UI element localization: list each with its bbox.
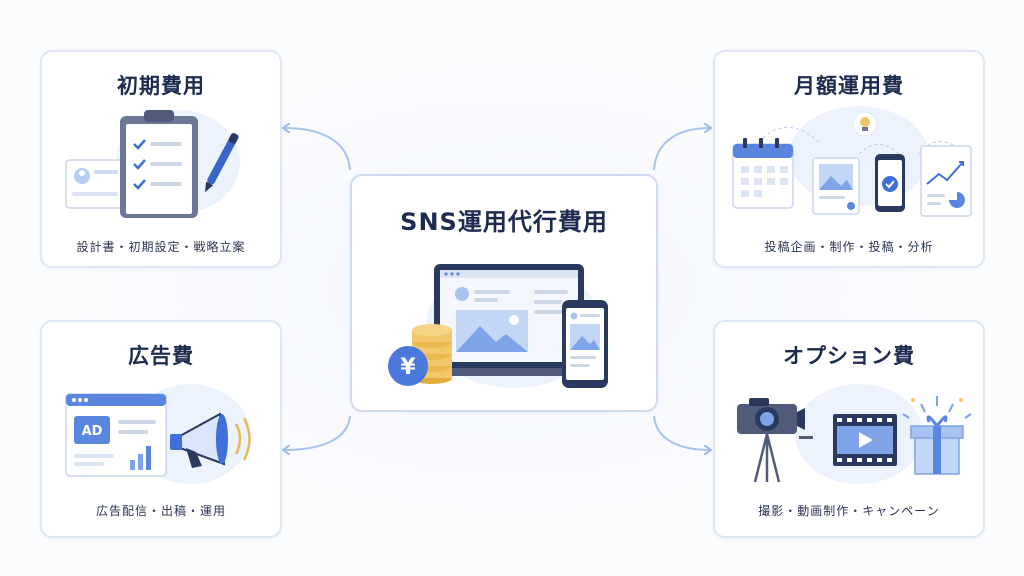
ad-badge-text: AD bbox=[82, 424, 103, 439]
card-initial-cost: 初期費用 設計書・初期設定・戦略立案 bbox=[40, 50, 282, 268]
yen-coin-icon bbox=[388, 346, 428, 386]
card-monthly-cost: 月額運用費 bbox=[713, 50, 985, 268]
card-caption: 撮影・動画制作・キャンペーン bbox=[758, 504, 940, 518]
center-title: SNS運用代行費用 bbox=[400, 208, 608, 236]
card-ad-cost: 広告費 AD 広告配信・出稿・運用 bbox=[40, 320, 282, 538]
arrow-to-initial bbox=[284, 128, 351, 171]
card-title: 広告費 bbox=[128, 344, 194, 368]
card-title: 初期費用 bbox=[117, 74, 205, 98]
devices-and-coins-icon: ¥ bbox=[388, 264, 608, 388]
coin-stack-icon bbox=[412, 324, 452, 384]
arrow-to-ads bbox=[284, 415, 351, 450]
card-caption: 設計書・初期設定・戦略立案 bbox=[76, 240, 246, 254]
yen-symbol: ¥ bbox=[400, 355, 416, 380]
arrow-to-monthly bbox=[653, 128, 710, 171]
camera-video-gift-icon bbox=[737, 384, 972, 484]
clipboard-checklist-icon bbox=[65, 110, 240, 218]
advertising-megaphone-icon: AD bbox=[65, 384, 251, 484]
card-caption: 投稿企画・制作・投稿・分析 bbox=[764, 240, 934, 254]
card-sns-management-cost: SNS運用代行費用 bbox=[350, 174, 658, 412]
card-title: 月額運用費 bbox=[794, 74, 904, 98]
card-caption: 広告配信・出稿・運用 bbox=[95, 504, 226, 518]
arrow-to-option bbox=[653, 415, 710, 450]
content-workflow-icon bbox=[732, 106, 972, 217]
card-title: オプション費 bbox=[783, 344, 915, 368]
card-option-cost: オプション費 撮影・動画制作・キャンペーン bbox=[713, 320, 985, 538]
